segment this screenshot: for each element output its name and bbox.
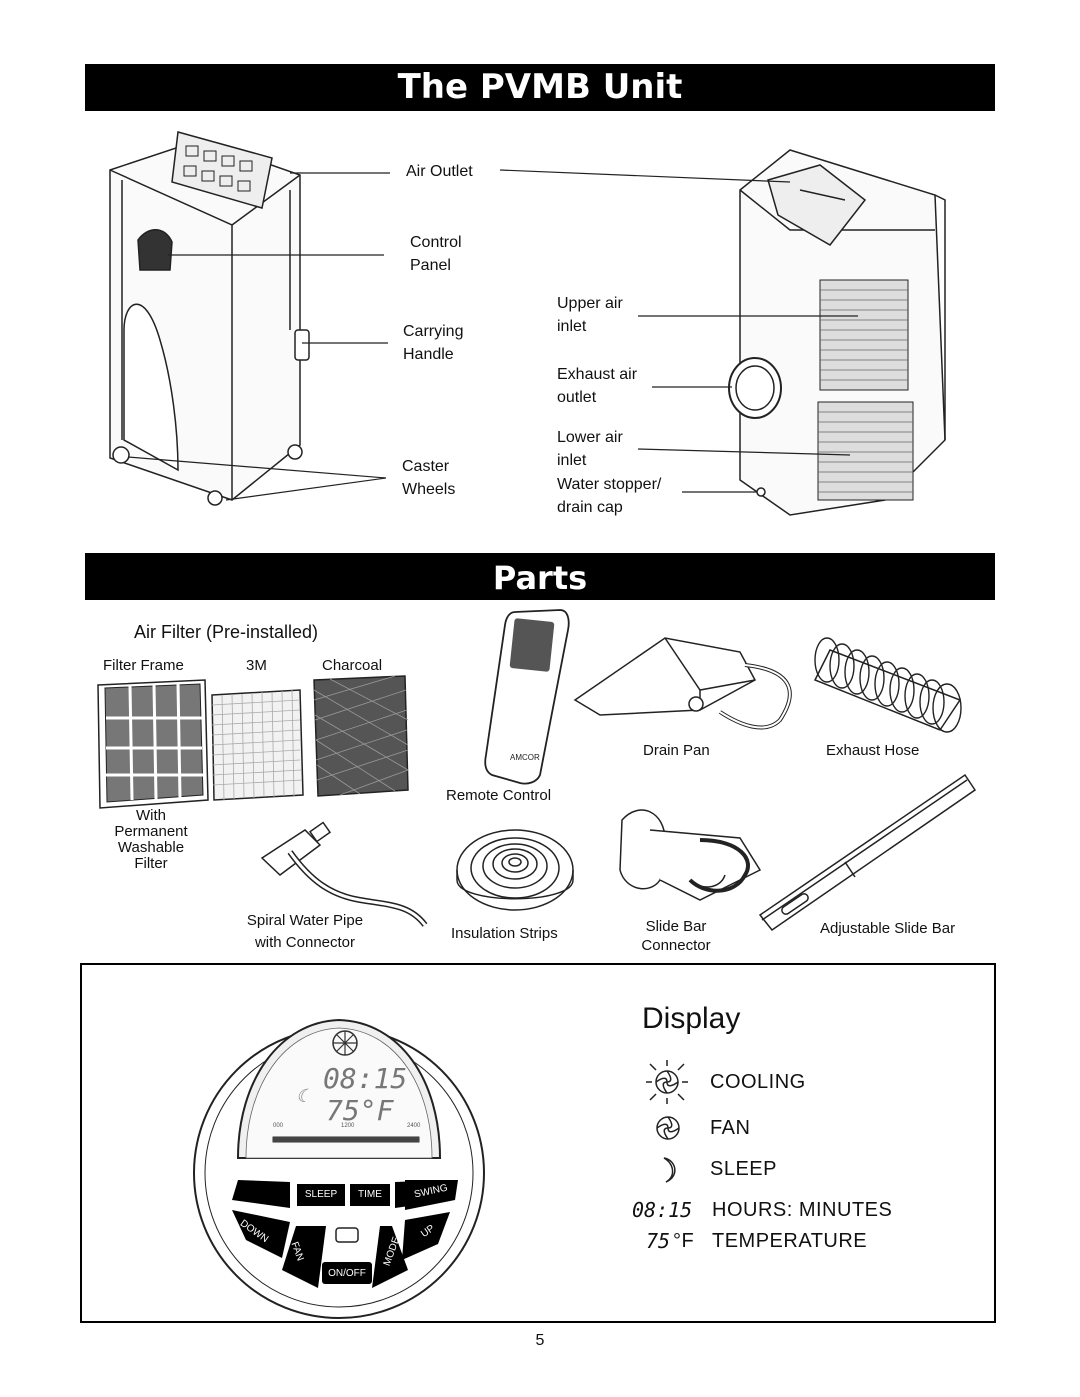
legend-hours-minutes: HOURS: MINUTES xyxy=(712,1199,893,1221)
remote-brand-text: AMCOR xyxy=(510,753,540,762)
label-water-stopper-1: Water stopper/ xyxy=(557,476,662,493)
filter-3m-drawing xyxy=(211,689,304,801)
insulation-strips-drawing xyxy=(456,829,574,911)
filter-frame-drawing xyxy=(97,679,209,809)
on-off-button[interactable]: ON/OFF xyxy=(328,1268,366,1279)
label-permanent-filter-2: Permanent xyxy=(114,823,188,840)
label-caster-wheels-1: Caster xyxy=(402,458,450,475)
front-unit-drawing xyxy=(109,131,310,506)
label-lower-air-inlet-2: inlet xyxy=(557,452,587,469)
fan-icon xyxy=(656,1116,680,1140)
page-number: 5 xyxy=(535,1332,545,1349)
label-water-stopper-2: drain cap xyxy=(557,499,623,516)
label-slide-bar-connector-2: Connector xyxy=(641,937,711,954)
remote-sensor-window xyxy=(336,1228,358,1242)
label-upper-air-inlet-2: inlet xyxy=(557,318,587,335)
sleep-button[interactable]: SLEEP xyxy=(304,1189,338,1200)
label-control-panel-1: Control xyxy=(410,234,462,251)
callout-lines xyxy=(127,169,858,501)
filter-charcoal-drawing xyxy=(313,675,409,797)
legend-time-icon: 08:15 xyxy=(632,1198,693,1222)
scale-mid-label: 1200 xyxy=(341,1123,355,1129)
remote-control-drawing: AMCOR xyxy=(484,609,570,785)
label-adjustable-slide-bar: Adjustable Slide Bar xyxy=(820,920,956,937)
parts-section-header: Parts xyxy=(85,553,995,600)
label-filter-charcoal: Charcoal xyxy=(322,657,383,674)
label-exhaust-air-outlet-2: outlet xyxy=(557,389,597,406)
label-filter-3m: 3M xyxy=(246,657,267,674)
adjustable-slide-bar-drawing xyxy=(758,773,977,932)
label-permanent-filter-1: With xyxy=(136,807,166,824)
label-caster-wheels-2: Wheels xyxy=(402,481,456,498)
lcd-time-readout: 08:15 xyxy=(323,1062,408,1095)
control-panel-drawing xyxy=(193,1018,485,1319)
legend-temp-unit: °F xyxy=(673,1230,695,1252)
slide-bar-connector-drawing xyxy=(619,809,762,901)
label-carrying-handle-1: Carrying xyxy=(403,323,464,340)
legend-temp-icon: 75 xyxy=(646,1229,671,1253)
drain-pan-drawing xyxy=(573,637,792,730)
time-button[interactable]: TIME xyxy=(358,1189,382,1200)
label-lower-air-inlet-1: Lower air xyxy=(557,429,623,446)
lcd-temp-readout: 75°F xyxy=(326,1094,394,1127)
air-filter-heading: Air Filter (Pre-installed) xyxy=(134,622,319,642)
legend-icons xyxy=(646,1060,688,1183)
label-permanent-filter-3: Washable xyxy=(117,839,185,856)
label-upper-air-inlet-1: Upper air xyxy=(557,295,623,312)
display-section-frame xyxy=(80,963,996,1323)
label-slide-bar-connector-1: Slide Bar xyxy=(645,918,707,935)
label-air-outlet: Air Outlet xyxy=(406,163,473,180)
spiral-water-pipe-drawing xyxy=(260,821,428,927)
label-spiral-pipe-1: Spiral Water Pipe xyxy=(246,912,364,929)
label-remote-control: Remote Control xyxy=(446,787,552,804)
label-drain-pan: Drain Pan xyxy=(643,742,710,759)
label-permanent-filter-4: Filter xyxy=(134,855,168,872)
display-title: Display xyxy=(642,1002,741,1035)
back-unit-drawing xyxy=(728,149,946,516)
sleep-moon-icon xyxy=(663,1157,676,1183)
scale-end-label: 2400 xyxy=(407,1123,421,1129)
label-spiral-pipe-2: with Connector xyxy=(254,934,356,951)
label-insulation-strips: Insulation Strips xyxy=(451,925,558,942)
label-control-panel-2: Panel xyxy=(410,257,451,274)
label-exhaust-air-outlet-1: Exhaust air xyxy=(557,366,638,383)
lcd-moon-icon: ☾ xyxy=(296,1086,307,1107)
exhaust-hose-drawing xyxy=(813,637,962,733)
label-carrying-handle-2: Handle xyxy=(403,346,454,363)
label-exhaust-hose: Exhaust Hose xyxy=(826,742,920,759)
legend-temperature: TEMPERATURE xyxy=(712,1230,868,1252)
legend-cooling: COOLING xyxy=(710,1071,806,1093)
legend-sleep: SLEEP xyxy=(710,1158,777,1180)
legend-fan: FAN xyxy=(710,1117,751,1139)
cooling-icon xyxy=(646,1060,688,1104)
label-filter-frame: Filter Frame xyxy=(103,657,184,674)
scale-start-label: 000 xyxy=(273,1123,284,1129)
unit-section-header: The PVMB Unit xyxy=(85,64,995,111)
